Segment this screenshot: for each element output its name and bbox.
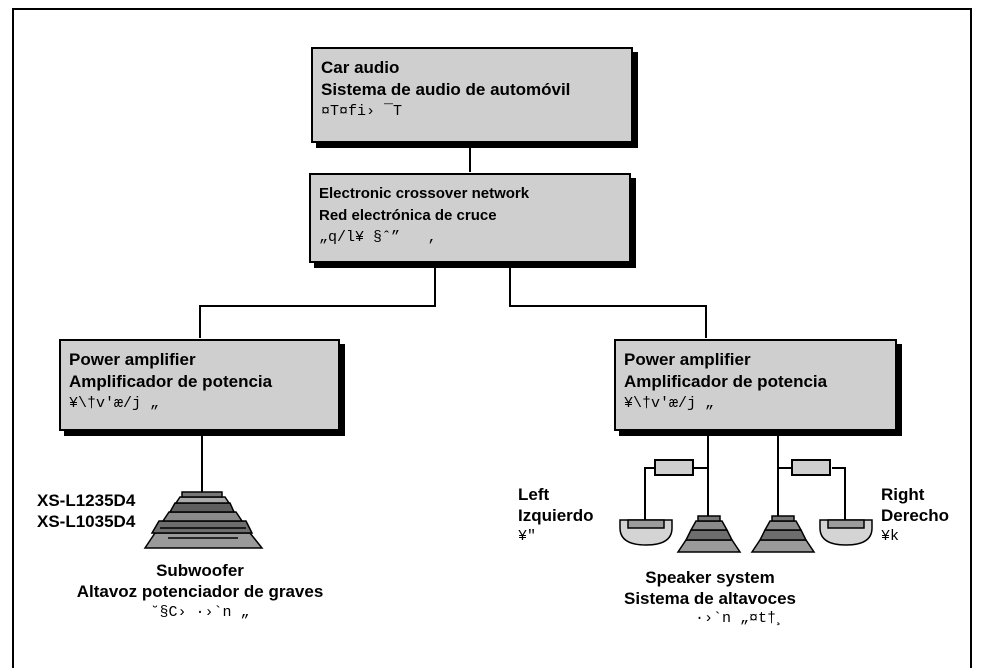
wire-crossover-to-left-amp bbox=[199, 264, 436, 338]
right-tweeter-icon bbox=[819, 519, 873, 546]
right-label-other: ¥k bbox=[881, 528, 900, 545]
left-amp-label-en: Power amplifier bbox=[69, 350, 196, 369]
left-label-en: Left bbox=[518, 485, 550, 504]
crossover-label-other: „q/l¥ §ˆ” ‚ bbox=[319, 229, 437, 246]
right-amplifier-box: Power amplifier Amplificador de potencia… bbox=[614, 339, 897, 431]
left-amp-label-es: Amplificador de potencia bbox=[69, 372, 273, 391]
subwoofer-model-1: XS-L1235D4 bbox=[37, 491, 136, 510]
car-audio-box: Car audio Sistema de audio de automóvil … bbox=[311, 47, 633, 143]
crossover-label-en: Electronic crossover network bbox=[319, 185, 530, 202]
right-caption: Right Derecho bbox=[881, 484, 949, 526]
subwoofer-name-en: Subwoofer bbox=[156, 561, 244, 580]
left-amplifier-box: Power amplifier Amplificador de potencia… bbox=[59, 339, 340, 431]
wire-crossover-to-right-amp bbox=[509, 264, 707, 338]
car-audio-label-es: Sistema de audio de automóvil bbox=[321, 80, 571, 99]
subwoofer-models: XS-L1235D4 XS-L1035D4 bbox=[37, 490, 135, 532]
speaker-system-es: Sistema de altavoces bbox=[624, 589, 796, 608]
filter-right bbox=[791, 459, 831, 476]
right-label-es: Derecho bbox=[881, 506, 950, 525]
car-audio-label-other: ¤T¤fi› ¯T bbox=[321, 103, 403, 120]
wiring-diagram bbox=[143, 144, 873, 553]
subwoofer-caption: Subwoofer Altavoz potenciador de graves bbox=[40, 560, 360, 602]
right-amp-label-es: Amplificador de potencia bbox=[624, 372, 828, 391]
crossover-label-es: Red electrónica de cruce bbox=[319, 207, 497, 224]
right-amp-label-other: ¥\†v'æ/j „ bbox=[624, 395, 715, 412]
subwoofer-model-2: XS-L1035D4 bbox=[37, 512, 136, 531]
left-caption: Left Izquierdo bbox=[518, 484, 594, 526]
car-audio-label-en: Car audio bbox=[321, 58, 400, 77]
left-woofer-icon bbox=[676, 515, 742, 553]
right-amp-label-en: Power amplifier bbox=[624, 350, 751, 369]
left-label-other: ¥" bbox=[518, 528, 537, 545]
left-tweeter-icon bbox=[619, 519, 673, 546]
wire-right-filter-out bbox=[832, 467, 846, 520]
speaker-system-other: ·›`n „¤t†¸ bbox=[694, 610, 785, 627]
right-woofer-icon bbox=[750, 515, 816, 553]
subwoofer-name-es: Altavoz potenciador de graves bbox=[76, 582, 324, 601]
crossover-box: Electronic crossover network Red electró… bbox=[309, 173, 631, 263]
speaker-system-caption: Speaker system Sistema de altavoces bbox=[590, 567, 830, 609]
diagram-frame bbox=[12, 8, 972, 668]
speaker-system-en: Speaker system bbox=[645, 568, 775, 587]
subwoofer-name-other: ˘§C› ·›`n „ bbox=[150, 604, 250, 621]
wire-left-filter-out bbox=[644, 467, 655, 520]
left-label-es: Izquierdo bbox=[518, 506, 594, 525]
subwoofer-icon bbox=[143, 491, 264, 549]
left-amp-label-other: ¥\†v'æ/j „ bbox=[69, 395, 160, 412]
filter-left bbox=[654, 459, 694, 476]
right-label-en: Right bbox=[881, 485, 925, 504]
